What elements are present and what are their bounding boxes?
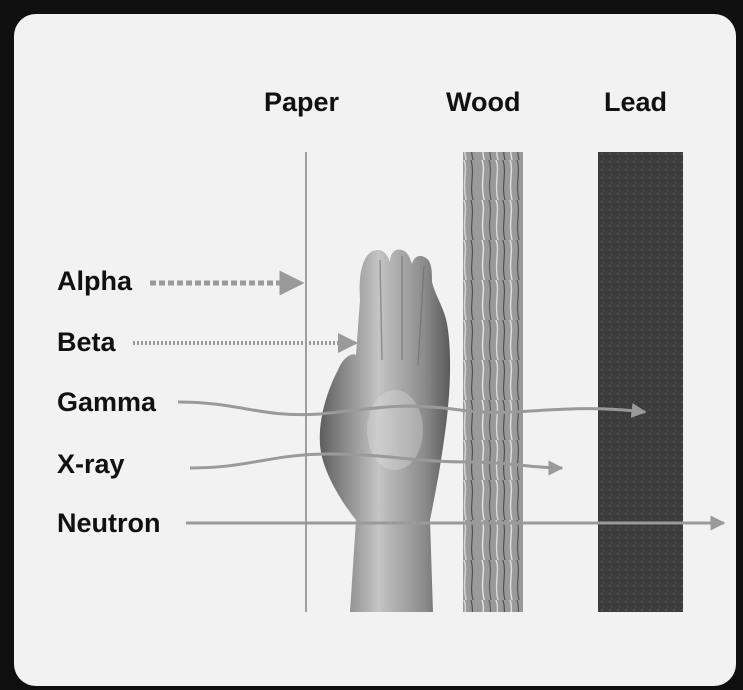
alpha-label: Alpha [57, 266, 132, 297]
xray-label: X-ray [57, 449, 125, 480]
beta-label: Beta [57, 327, 116, 358]
lead-label: Lead [604, 87, 667, 118]
lead-block [598, 152, 683, 612]
hand-image [320, 250, 450, 613]
paper-label: Paper [264, 87, 339, 118]
gamma-label: Gamma [57, 387, 156, 418]
wood-block [463, 152, 523, 612]
neutron-label: Neutron [57, 508, 161, 539]
wood-label: Wood [446, 87, 520, 118]
